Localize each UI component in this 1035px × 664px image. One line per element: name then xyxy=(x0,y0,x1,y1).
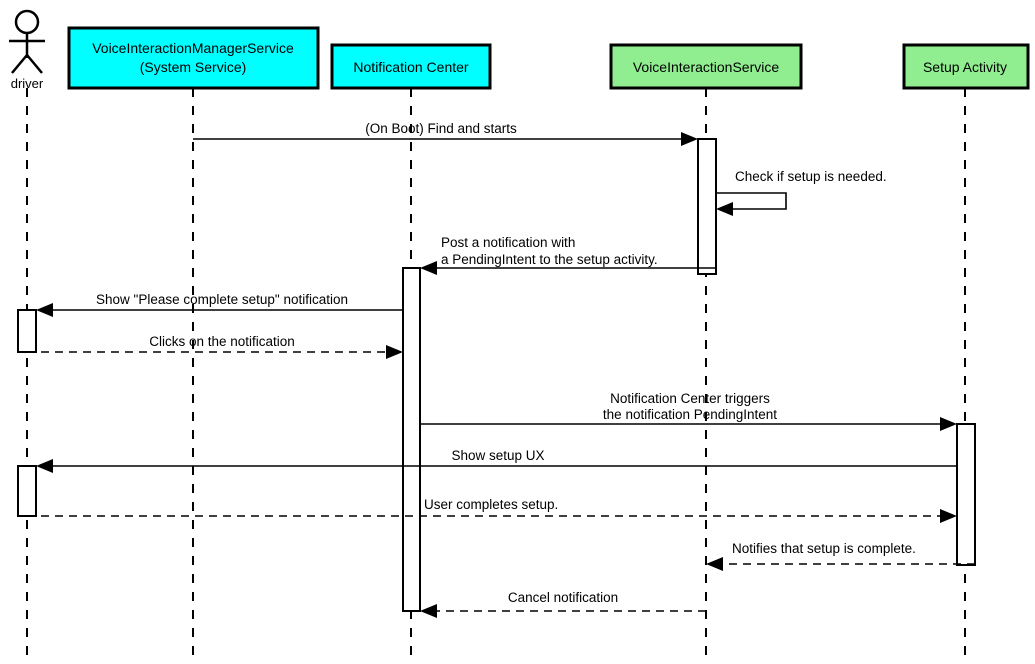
message-check-setup[interactable]: Check if setup is needed. xyxy=(716,169,887,216)
message-notifies-complete-arrowhead xyxy=(706,557,723,571)
message-on-boot[interactable]: (On Boot) Find and starts xyxy=(193,121,698,146)
message-on-boot-arrowhead xyxy=(681,132,698,146)
activation-bar-driver-1 xyxy=(17,309,37,353)
actor-leg-left-icon xyxy=(11,54,28,74)
message-trigger-pendingintent-arrowhead xyxy=(940,417,957,431)
participant-vims-label-line2: (System Service) xyxy=(140,59,247,75)
message-clicks-notification-label: Clicks on the notification xyxy=(149,334,295,349)
message-show-setup-ux[interactable]: Show setup UX xyxy=(36,448,957,473)
message-show-notification-arrowhead xyxy=(36,303,53,317)
message-clicks-notification-arrowhead xyxy=(386,345,403,359)
message-cancel-notification[interactable]: Cancel notification xyxy=(420,590,706,618)
message-trigger-pendingintent[interactable]: Notification Center triggers the notific… xyxy=(420,391,957,431)
activation-bar-setup-activity xyxy=(956,423,976,566)
participant-vims-box[interactable] xyxy=(67,26,320,90)
message-show-setup-ux-arrowhead xyxy=(36,459,53,473)
message-check-setup-label: Check if setup is needed. xyxy=(735,169,887,184)
message-notifies-complete[interactable]: Notifies that setup is complete. xyxy=(706,541,975,571)
activation-bar-vis xyxy=(697,138,717,275)
participant-setup-activity[interactable]: Setup Activity xyxy=(902,43,1030,90)
message-check-setup-line xyxy=(716,192,787,210)
actor-driver[interactable]: driver xyxy=(9,9,45,91)
message-show-setup-ux-label: Show setup UX xyxy=(451,448,544,463)
message-user-completes-setup-arrowhead xyxy=(940,509,957,523)
message-show-notification[interactable]: Show "Please complete setup" notificatio… xyxy=(36,292,403,317)
message-post-notification-label-line2: a PendingIntent to the setup activity. xyxy=(441,252,658,267)
actor-leg-right-icon xyxy=(26,54,43,74)
message-check-setup-arrowhead xyxy=(716,202,733,216)
message-trigger-pendingintent-label-line1: Notification Center triggers xyxy=(610,391,770,406)
participant-setup-activity-box[interactable] xyxy=(902,43,1030,90)
message-on-boot-label: (On Boot) Find and starts xyxy=(365,121,517,136)
message-clicks-notification[interactable]: Clicks on the notification xyxy=(27,334,403,359)
participant-notification-center-box[interactable] xyxy=(330,43,492,90)
message-user-completes-setup[interactable]: User completes setup. xyxy=(27,497,957,523)
actor-head-icon xyxy=(14,9,40,35)
participant-vis-label: VoiceInteractionService xyxy=(633,59,780,75)
message-notifies-complete-label: Notifies that setup is complete. xyxy=(732,541,916,556)
message-post-notification-arrowhead xyxy=(420,261,437,275)
participant-vis-box[interactable] xyxy=(609,43,803,90)
message-post-notification-label-line1: Post a notification with xyxy=(441,235,575,250)
participant-vims-label-line1: VoiceInteractionManagerService xyxy=(92,40,294,56)
participant-notification-center-label: Notification Center xyxy=(353,59,469,75)
participant-vims[interactable]: VoiceInteractionManagerService (System S… xyxy=(67,26,320,90)
message-post-notification[interactable]: Post a notification with a PendingIntent… xyxy=(420,235,716,275)
message-cancel-notification-label: Cancel notification xyxy=(508,590,618,605)
activation-bars-group xyxy=(17,138,976,612)
message-user-completes-setup-label: User completes setup. xyxy=(424,497,558,512)
actor-driver-label: driver xyxy=(11,76,44,91)
activation-bar-driver-2 xyxy=(17,465,37,517)
message-trigger-pendingintent-label-line2: the notification PendingIntent xyxy=(603,407,777,422)
participant-setup-activity-label: Setup Activity xyxy=(923,59,1007,75)
participant-vis[interactable]: VoiceInteractionService xyxy=(609,43,803,90)
message-show-notification-label: Show "Please complete setup" notificatio… xyxy=(96,292,348,307)
message-cancel-notification-arrowhead xyxy=(420,604,437,618)
activation-bar-notification-center xyxy=(402,267,421,612)
participant-notification-center[interactable]: Notification Center xyxy=(330,43,492,90)
